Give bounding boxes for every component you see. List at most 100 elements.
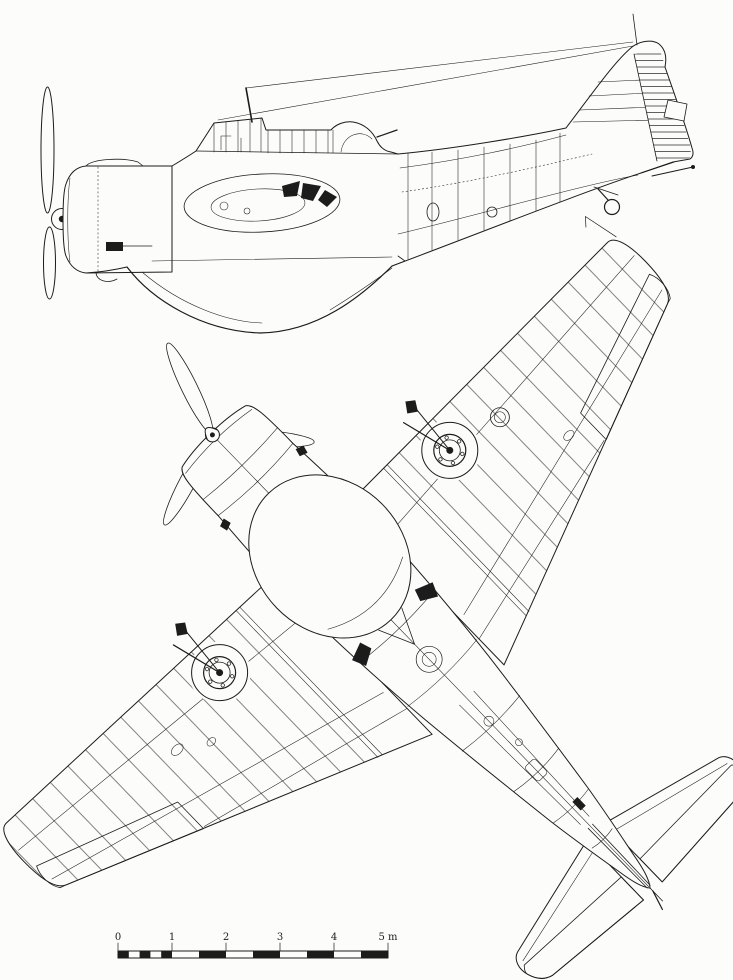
propeller-blade-lower	[43, 226, 56, 300]
tire	[421, 421, 479, 479]
port-main-wheel	[172, 622, 251, 704]
scale-bar: 0 1 2 3 4 5 m	[115, 932, 398, 959]
fuselage-access-panel	[525, 759, 548, 782]
tailwheel-strut	[597, 188, 609, 201]
turret-glazing	[340, 133, 373, 153]
hub-bolt	[460, 451, 465, 457]
lower-tail-line	[391, 161, 675, 267]
tire	[191, 644, 249, 702]
starboard-main-wheel	[402, 400, 481, 482]
walkway-black-panel	[318, 190, 337, 207]
pitot-tube	[585, 216, 617, 238]
stabilizer-spar-lines	[522, 763, 728, 962]
center-section-fairing-ellipse	[248, 474, 412, 639]
arrestor-hook-point	[691, 165, 695, 169]
scale-bar-black-segments	[118, 951, 388, 958]
gear-strut	[412, 404, 451, 451]
fairing-inner-arc	[327, 556, 403, 630]
hub-bolt	[444, 435, 449, 440]
lower-nose-line	[85, 266, 128, 274]
rudder-trim-tab	[663, 99, 688, 122]
exhaust-stub	[295, 445, 308, 457]
aft-spine-line	[397, 127, 567, 155]
scale-label-0: 0	[115, 932, 121, 943]
antenna-mast	[245, 87, 253, 123]
wheel-rim	[433, 433, 467, 467]
hub-bolt	[435, 444, 440, 449]
wing-hatch-oval	[563, 430, 575, 441]
canopy-sill-line	[195, 150, 399, 155]
aft-fuselage-black-panel	[572, 796, 586, 811]
hub-bolt	[220, 683, 225, 688]
cockpit-interior-lines	[220, 135, 242, 153]
cowling-outline	[62, 165, 173, 274]
cowling-lip-line	[67, 177, 71, 263]
inspection-hatches	[171, 407, 575, 782]
turret-ring-inner	[421, 652, 437, 667]
tail-fin	[565, 13, 695, 177]
chin-fairing	[95, 272, 118, 282]
hub-ring	[208, 661, 231, 684]
wing-root-black-panel	[352, 642, 372, 666]
wing-hatch-ring	[489, 407, 510, 428]
side-profile-view	[40, 13, 695, 334]
wing-root-black-panel	[414, 582, 439, 602]
fuselage-hatch	[483, 715, 495, 727]
scale-label-1: 1	[169, 932, 175, 943]
canopy-framing	[213, 117, 334, 154]
scale-label-4: 4	[331, 932, 337, 943]
wing-fairing-ellipse	[183, 173, 341, 233]
retraction-arm	[175, 622, 188, 636]
hub-center-dot	[209, 432, 215, 438]
starboard-aileron-hatched	[580, 273, 671, 441]
hub-ring	[438, 439, 461, 462]
arrestor-hook-plan	[652, 890, 664, 911]
antenna-wires	[217, 41, 634, 121]
fuselage-hatch	[515, 738, 523, 746]
fin-outline	[565, 40, 694, 174]
tailwheel	[593, 186, 621, 216]
rivet-longeron-line	[401, 153, 593, 193]
exhaust-outlet	[106, 242, 123, 251]
wheel-rim	[203, 656, 237, 690]
flap-line	[329, 267, 393, 311]
wing-fairing-inner-ellipse	[210, 188, 306, 222]
wing-chord-line	[151, 256, 393, 262]
fuselage-side	[85, 127, 675, 274]
longeron-lines	[397, 134, 639, 235]
walkway-black-panel	[301, 183, 321, 201]
turret-ring	[415, 645, 443, 673]
gear-side-brace	[172, 644, 221, 674]
hub-bolt	[208, 679, 213, 684]
engine-cowling	[62, 158, 173, 282]
hub-bolt	[230, 674, 235, 679]
hub-bolt	[214, 657, 219, 663]
turret-gun-barrel	[376, 129, 398, 138]
exhaust-stub	[220, 518, 231, 531]
scale-label-2: 2	[223, 932, 229, 943]
fairing-aft-vee	[378, 607, 415, 645]
wing-hatch-ring-inner	[494, 411, 506, 424]
canopy-outline	[195, 117, 399, 155]
wing-inner-line	[141, 271, 263, 324]
wing-lower-outline	[126, 265, 393, 334]
walkway-black-panel	[282, 181, 300, 197]
antenna	[217, 41, 634, 123]
hub-bolt	[450, 460, 456, 466]
trailing-edge-tip	[391, 255, 406, 267]
rudder-plan-line	[649, 887, 663, 902]
gear-strut	[182, 626, 221, 674]
tailwheel-tire	[603, 198, 621, 216]
cockpit-canopy	[195, 117, 399, 155]
port-elevator-hatched	[523, 876, 644, 979]
wing-spar-and-fold-lines	[18, 255, 663, 880]
port-aileron-hatched	[36, 801, 204, 889]
carburetor-intake	[85, 158, 144, 167]
wing-center-section-overlay	[183, 173, 341, 233]
fairing-hatch	[219, 201, 229, 211]
forward-deck-line	[171, 150, 197, 167]
wing-root-profile	[126, 255, 406, 334]
fairing-hatch	[243, 207, 251, 215]
